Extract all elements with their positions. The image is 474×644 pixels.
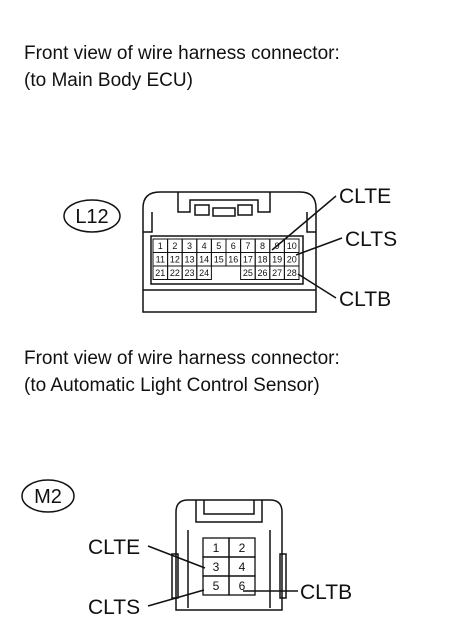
leader-line-clts xyxy=(147,589,205,607)
connector-m2: 1 2 3 4 5 6 xyxy=(21,479,298,611)
connector-lock xyxy=(195,500,263,523)
pin-number: 24 xyxy=(199,268,209,278)
lock-inner xyxy=(203,500,255,515)
pin-label-clte: CLTE xyxy=(339,185,391,208)
lock-slot xyxy=(237,204,253,216)
pin-number: 14 xyxy=(199,255,209,265)
pin-label-cltb: CLTB xyxy=(300,581,352,604)
side-rail xyxy=(279,553,287,599)
pin-number: 23 xyxy=(184,268,194,278)
pin-number: 21 xyxy=(155,268,165,278)
pin-cell xyxy=(228,575,256,596)
pin-number: 26 xyxy=(257,268,267,278)
pin-number: 12 xyxy=(170,255,180,265)
lock-slot xyxy=(194,204,210,216)
pin-number: 11 xyxy=(156,255,165,265)
pin-label-cltb: CLTB xyxy=(339,288,391,311)
pin-number: 6 xyxy=(231,241,236,251)
pin-number: 10 xyxy=(287,241,297,251)
pin-number: 2 xyxy=(172,241,177,251)
pin-number: 4 xyxy=(202,241,207,251)
leader-line-cltb xyxy=(297,273,337,299)
pin-grid: 1 2 3 4 5 6 xyxy=(202,537,256,596)
pin-number: 27 xyxy=(272,268,282,278)
leader-line-clts xyxy=(295,237,343,256)
side-rail xyxy=(171,553,179,599)
pin-number: 4 xyxy=(239,560,246,574)
pin-block xyxy=(150,235,304,285)
leader-line-clte xyxy=(147,545,206,569)
connector-tag: L12 xyxy=(75,206,108,228)
caption-line-1: Front view of wire harness connector: xyxy=(24,348,340,369)
side-detail xyxy=(143,212,153,233)
caption-main-body-ecu: Front view of wire harness connector: (t… xyxy=(24,40,340,94)
connector-tag-oval xyxy=(21,479,75,513)
pin-number: 5 xyxy=(213,579,220,593)
pin-cell xyxy=(196,265,212,280)
pin-number: 3 xyxy=(213,560,220,574)
pin-number: 7 xyxy=(245,241,250,251)
pin-number: 3 xyxy=(187,241,192,251)
pin-number: 18 xyxy=(257,255,267,265)
pin-label-clts: CLTS xyxy=(88,596,140,619)
leader-line-clte xyxy=(271,195,337,251)
lock-tab xyxy=(212,207,236,217)
connector-lock xyxy=(177,192,271,213)
pin-number: 20 xyxy=(287,255,297,265)
pin-number: 28 xyxy=(287,268,297,278)
caption-line-2: (to Automatic Light Control Sensor) xyxy=(24,375,320,396)
connector-body xyxy=(142,191,317,313)
pin-label-clte: CLTE xyxy=(88,536,140,559)
pin-label-clts: CLTS xyxy=(345,228,397,251)
pin-number: 8 xyxy=(260,241,265,251)
caption-light-control-sensor: Front view of wire harness connector: (t… xyxy=(24,345,340,399)
connector-body xyxy=(175,499,283,611)
pin-number: 22 xyxy=(170,268,180,278)
pin-number: 2 xyxy=(239,541,246,555)
connector-tag-oval xyxy=(63,199,121,233)
caption-line-1: Front view of wire harness connector: xyxy=(24,43,340,64)
pin-number: 1 xyxy=(158,241,163,251)
connector-tag: M2 xyxy=(34,486,62,508)
pin-number: 5 xyxy=(216,241,221,251)
pin-number: 25 xyxy=(243,268,253,278)
pin-number: 15 xyxy=(214,255,224,265)
pin-number: 16 xyxy=(228,255,238,265)
pin-number: 13 xyxy=(184,255,194,265)
side-detail xyxy=(306,212,316,233)
pin-number: 1 xyxy=(213,541,220,555)
pin-number: 17 xyxy=(243,255,253,265)
pin-number: 6 xyxy=(239,579,246,593)
caption-line-2: (to Main Body ECU) xyxy=(24,70,193,91)
pin-cell xyxy=(283,265,300,280)
pin-number: 19 xyxy=(272,255,282,265)
